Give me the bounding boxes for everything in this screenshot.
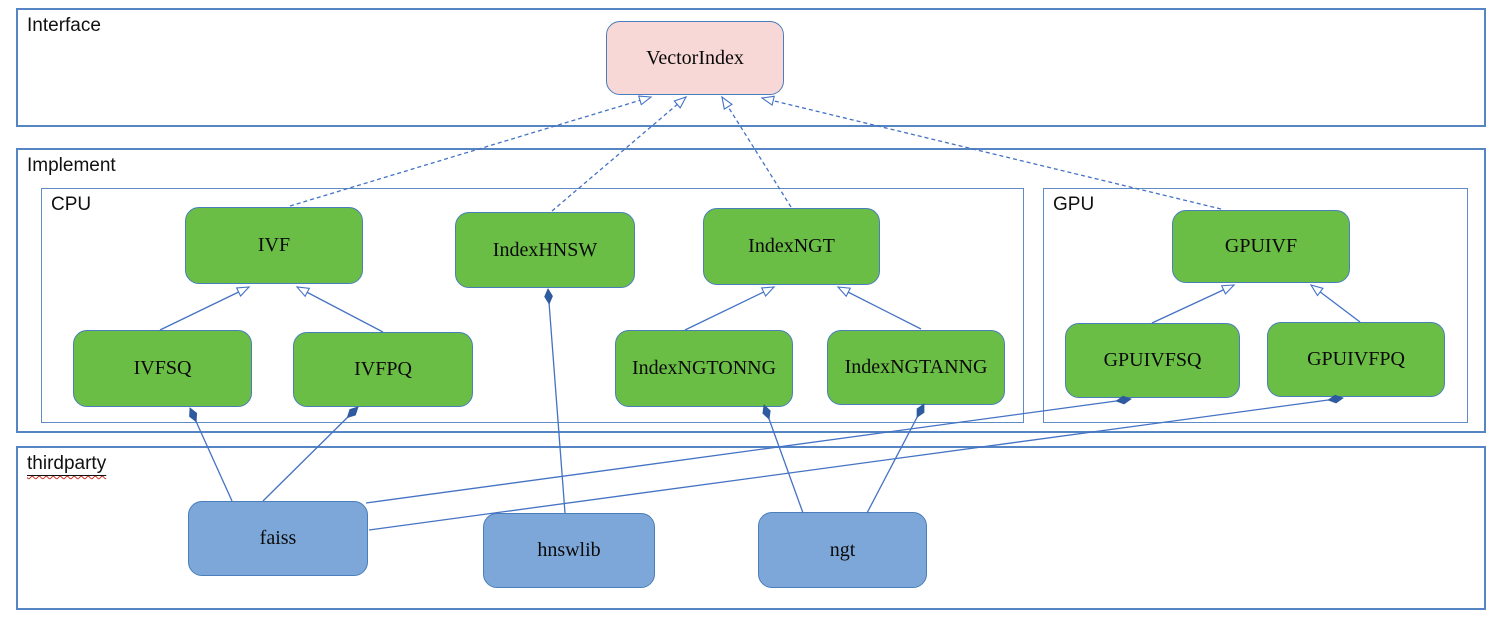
node-gpuivf[interactable]: GPUIVF — [1172, 210, 1350, 283]
node-indexngtonng[interactable]: IndexNGTONNG — [615, 330, 793, 407]
node-gpuivfsq[interactable]: GPUIVFSQ — [1065, 323, 1240, 398]
node-ngt-label: ngt — [829, 538, 856, 561]
node-indexngt-label: IndexNGT — [748, 235, 835, 257]
node-indexngtonng-label: IndexNGTONNG — [631, 357, 777, 379]
container-implement-label: Implement — [27, 155, 116, 176]
node-ivfpq-label: IVFPQ — [354, 358, 412, 380]
node-ivfsq-label: IVFSQ — [133, 357, 192, 379]
container-thirdparty-label-text: thirdparty — [27, 453, 107, 474]
node-hnswlib[interactable]: hnswlib — [483, 513, 655, 588]
node-gpuivfsq-label: GPUIVFSQ — [1103, 349, 1202, 371]
node-indexhnsw[interactable]: IndexHNSW — [455, 212, 635, 288]
node-indexngtanng[interactable]: IndexNGTANNG — [827, 330, 1005, 405]
node-ivf-label: IVF — [257, 234, 291, 256]
node-vectorindex-label: VectorIndex — [646, 46, 744, 69]
node-ivfsq[interactable]: IVFSQ — [73, 330, 252, 407]
node-gpuivf-label: GPUIVF — [1224, 235, 1298, 257]
node-faiss-label: faiss — [259, 527, 297, 549]
node-hnswlib-label: hnswlib — [537, 539, 601, 561]
container-thirdparty-label: thirdparty — [27, 453, 106, 475]
node-vectorindex[interactable]: VectorIndex — [606, 21, 784, 95]
node-gpuivfpq[interactable]: GPUIVFPQ — [1267, 322, 1445, 397]
node-ngt[interactable]: ngt — [758, 512, 927, 588]
container-interface-label: Interface — [27, 15, 101, 36]
node-indexhnsw-label: IndexHNSW — [492, 238, 598, 261]
node-gpuivfpq-label: GPUIVFPQ — [1307, 348, 1405, 370]
node-ivfpq[interactable]: IVFPQ — [293, 332, 473, 407]
node-indexngtanng-label: IndexNGTANNG — [844, 356, 988, 378]
container-gpu-label: GPU — [1053, 194, 1095, 215]
container-cpu-label: CPU — [51, 194, 92, 215]
node-ivf[interactable]: IVF — [185, 207, 363, 284]
node-indexngt[interactable]: IndexNGT — [703, 208, 880, 285]
node-faiss[interactable]: faiss — [188, 501, 368, 576]
